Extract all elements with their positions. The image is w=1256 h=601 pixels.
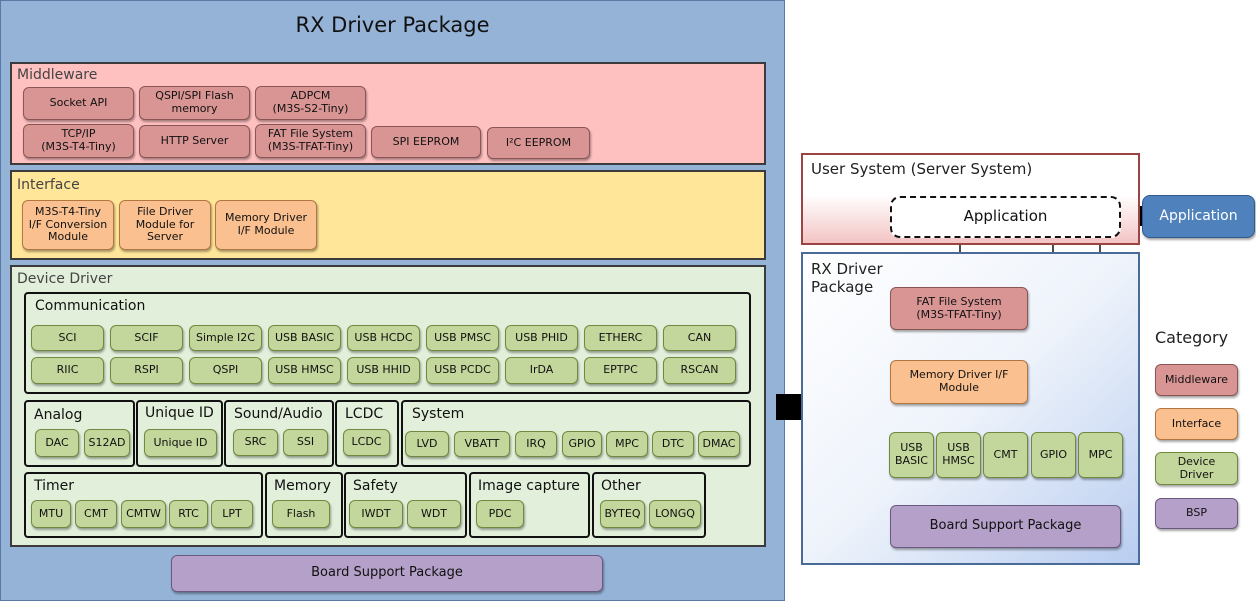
right-bsp[interactable]: Board Support Package [890,505,1121,548]
system-lvd[interactable]: LVD [405,431,449,457]
analog-s12ad[interactable]: S12AD [84,429,130,457]
category-middleware: Middleware [1155,364,1238,396]
right-usb-basic[interactable]: USB BASIC [889,432,934,478]
comm-rspi[interactable]: RSPI [110,357,183,384]
comm-usb-pmsc[interactable]: USB PMSC [426,325,499,351]
comm-eptpc[interactable]: EPTPC [584,357,657,384]
mw-http-server[interactable]: HTTP Server [139,125,250,158]
right-mpc[interactable]: MPC [1078,432,1123,478]
system-dmac[interactable]: DMAC [698,431,740,457]
comm-qspi[interactable]: QSPI [189,357,262,384]
system-label: System [412,406,465,422]
interface-label: Interface [17,177,80,193]
comm-scif[interactable]: SCIF [110,325,183,351]
system-vbatt[interactable]: VBATT [454,431,510,457]
safety-wdt[interactable]: WDT [407,500,461,528]
device-driver-label: Device Driver [17,271,113,287]
comm-simple-i2c[interactable]: Simple I2C [189,325,262,351]
comm-usb-pcdc[interactable]: USB PCDC [426,357,499,384]
safety-label: Safety [353,478,398,494]
if-memory-driver-module[interactable]: Memory Driver I/F Module [215,200,317,250]
timer-lpt[interactable]: LPT [211,500,253,528]
comm-etherc[interactable]: ETHERC [584,325,657,351]
right-usb-hmsc[interactable]: USB HMSC [936,432,981,478]
category-device-driver: Device Driver [1155,452,1238,485]
other-byteq[interactable]: BYTEQ [600,500,645,528]
timer-label: Timer [34,478,75,494]
package-title: RX Driver Package [295,13,490,37]
mw-fat-file-system[interactable]: FAT File System (M3S-TFAT-Tiny) [255,124,366,158]
other-longq[interactable]: LONGQ [649,500,701,528]
comm-usb-phid[interactable]: USB PHID [505,325,578,351]
memory-label: Memory [274,478,331,494]
comm-rscan[interactable]: RSCAN [663,357,736,384]
comm-irda[interactable]: IrDA [505,357,578,384]
category-title: Category [1155,328,1229,347]
right-fat-file-system[interactable]: FAT File System (M3S-TFAT-Tiny) [890,287,1028,330]
analog-label: Analog [34,407,83,423]
system-mpc[interactable]: MPC [606,431,648,457]
comm-usb-hhid[interactable]: USB HHID [347,357,420,384]
timer-cmtw[interactable]: CMTW [121,500,166,528]
right-gpio[interactable]: GPIO [1031,432,1076,478]
system-gpio[interactable]: GPIO [562,431,602,457]
system-irq[interactable]: IRQ [515,431,557,457]
application-inner[interactable]: Application [890,196,1121,238]
sound-src[interactable]: SRC [233,429,278,456]
unique-id-box[interactable]: Unique ID [144,429,217,457]
mw-adpcm[interactable]: ADPCM (M3S-S2-Tiny) [255,86,366,120]
mw-spi-eeprom[interactable]: SPI EEPROM [371,126,481,158]
application-external[interactable]: Application [1142,195,1255,238]
bsp-left[interactable]: Board Support Package [171,555,603,592]
if-m3s-t4-tiny-conversion[interactable]: M3S-T4-Tiny I/F Conversion Module [22,200,114,250]
mw-socket-api[interactable]: Socket API [23,87,134,120]
unique-id-label: Unique ID [145,405,214,421]
communication-label: Communication [35,298,146,314]
timer-mtu[interactable]: MTU [31,500,71,528]
other-label: Other [601,478,641,494]
right-cmt[interactable]: CMT [983,432,1028,478]
category-bsp: BSP [1155,498,1238,529]
timer-cmt[interactable]: CMT [75,500,117,528]
sound-ssi[interactable]: SSI [283,429,328,456]
image-capture-pdc[interactable]: PDC [476,500,524,528]
memory-flash[interactable]: Flash [272,500,330,528]
comm-usb-hmsc[interactable]: USB HMSC [268,357,341,384]
lcdc-box[interactable]: LCDC [343,429,390,456]
analog-dac[interactable]: DAC [35,429,79,457]
if-file-driver-module[interactable]: File Driver Module for Server [119,200,211,250]
lcdc-label: LCDC [345,406,384,422]
system-dtc[interactable]: DTC [652,431,694,457]
sound-audio-label: Sound/Audio [234,406,323,422]
comm-sci[interactable]: SCI [31,325,104,351]
image-capture-label: Image capture [478,478,580,494]
middleware-label: Middleware [17,67,98,83]
mw-i2c-eeprom[interactable]: I²C EEPROM [487,127,590,159]
mw-tcp-ip[interactable]: TCP/IP (M3S-T4-Tiny) [23,124,134,158]
right-memory-driver-if[interactable]: Memory Driver I/F Module [890,360,1028,404]
comm-usb-hcdc[interactable]: USB HCDC [347,325,420,351]
rx-driver-package-right-label: RX Driver Package [811,260,883,296]
comm-usb-basic[interactable]: USB BASIC [268,325,341,351]
comm-can[interactable]: CAN [663,325,736,351]
user-system-label: User System (Server System) [811,160,1033,178]
timer-rtc[interactable]: RTC [169,500,208,528]
mw-qspi-spi-flash[interactable]: QSPI/SPI Flash memory [139,86,250,120]
comm-riic[interactable]: RIIC [31,357,104,384]
safety-iwdt[interactable]: IWDT [349,500,403,528]
category-interface: Interface [1155,408,1238,440]
